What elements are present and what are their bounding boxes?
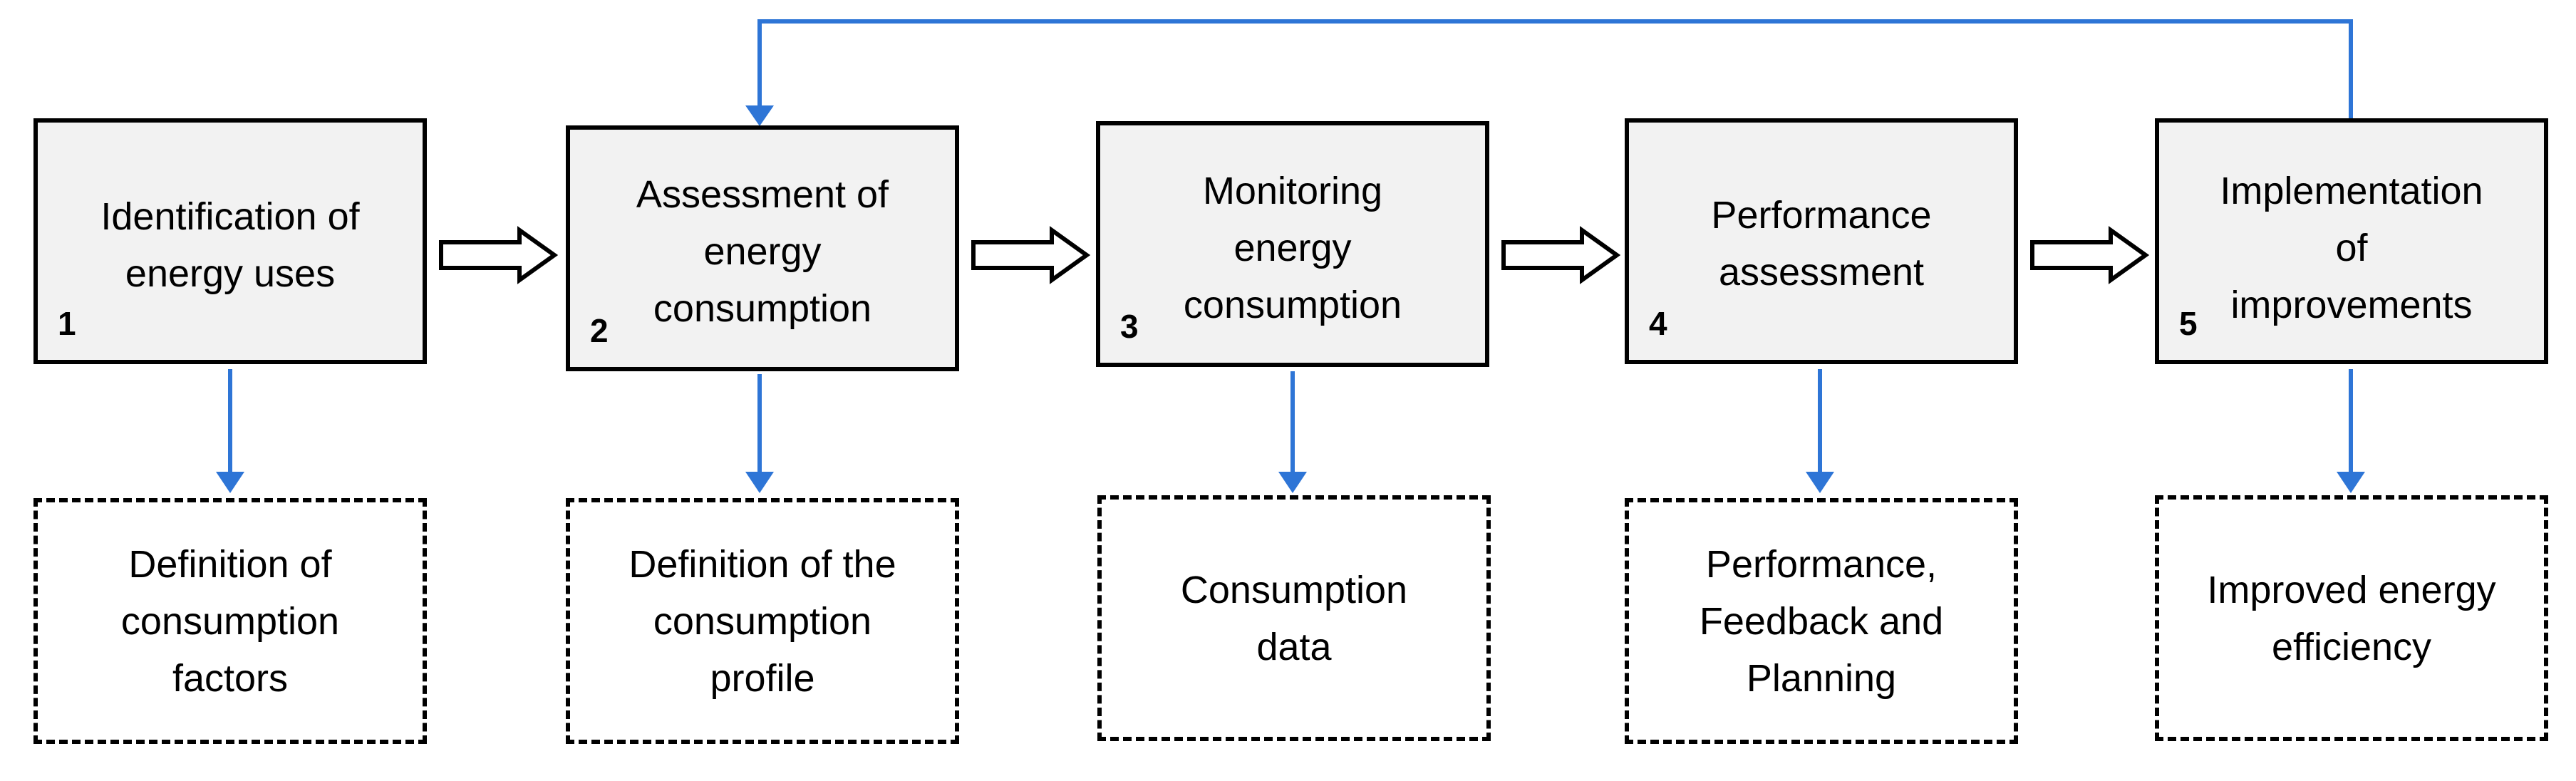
step-title: Monitoring energy consumption [1183, 170, 1402, 326]
step-title: Performance assessment [1711, 194, 1932, 294]
output-arrowhead-4 [1806, 472, 1834, 493]
step-box-5: Implementation of improvements 5 [2155, 118, 2548, 364]
step-number: 2 [590, 312, 609, 349]
flow-arrow-2-3 [971, 226, 1091, 284]
output-arrowhead-1 [216, 472, 244, 493]
output-text: Performance, Feedback and Planning [1699, 542, 1944, 700]
step-title: Assessment of energy consumption [636, 173, 889, 330]
feedback-loop-arrow [757, 19, 2353, 120]
step-title: Implementation of improvements [2220, 170, 2483, 326]
output-box-2: Definition of the consumption profile [566, 498, 959, 744]
output-arrowhead-3 [1278, 472, 1307, 493]
output-box-4: Performance, Feedback and Planning [1625, 498, 2018, 744]
output-box-3: Consumption data [1097, 495, 1491, 741]
output-box-1: Definition of consumption factors [33, 498, 427, 744]
output-text: Consumption data [1180, 568, 1408, 668]
output-text: Definition of the consumption profile [629, 542, 896, 700]
flow-arrow-4-5 [2030, 226, 2150, 284]
flow-arrow-3-4 [1501, 226, 1621, 284]
output-arrowhead-5 [2337, 472, 2365, 493]
output-box-5: Improved energy efficiency [2155, 495, 2548, 741]
step-number: 1 [58, 305, 76, 342]
step-title: Identification of energy uses [100, 195, 360, 295]
output-text: Improved energy efficiency [2207, 568, 2496, 668]
output-text: Definition of consumption factors [120, 542, 340, 700]
step-box-2: Assessment of energy consumption 2 [566, 125, 959, 371]
step-number: 4 [1649, 305, 1667, 342]
step-number: 3 [1120, 308, 1139, 345]
flow-arrow-1-2 [439, 226, 559, 284]
output-arrowhead-2 [745, 472, 774, 493]
step-number: 5 [2179, 305, 2198, 342]
step-box-3: Monitoring energy consumption 3 [1096, 121, 1489, 367]
step-box-1: Identification of energy uses 1 [33, 118, 427, 364]
feedback-loop-arrowhead [745, 105, 774, 126]
step-box-4: Performance assessment 4 [1625, 118, 2018, 364]
